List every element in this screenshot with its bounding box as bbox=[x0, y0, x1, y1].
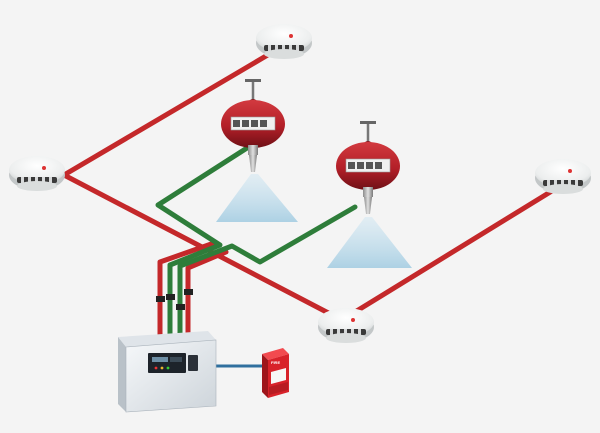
wire-top-detector-to-left-detector bbox=[61, 43, 286, 178]
strobe-lens bbox=[271, 368, 286, 384]
smoke-detector-bottom bbox=[318, 308, 374, 343]
conduit-fittings bbox=[156, 289, 193, 310]
wire-bottom-detector-to-right-detector bbox=[352, 183, 563, 315]
panel-indicator-lights bbox=[154, 366, 170, 370]
wire-drop-1 bbox=[157, 240, 217, 338]
strobe-label: FIRE bbox=[271, 360, 280, 365]
fitting-1 bbox=[156, 296, 165, 302]
fitting-2 bbox=[166, 294, 175, 300]
release-wiring bbox=[155, 145, 358, 338]
spray-cone-left bbox=[216, 174, 298, 222]
extinguisher-left bbox=[221, 79, 285, 172]
smoke-detector-left bbox=[9, 156, 65, 191]
spray-cones bbox=[216, 174, 412, 268]
panel-keypad bbox=[188, 355, 198, 371]
smoke-detector-right bbox=[535, 159, 591, 194]
fire-control-panel bbox=[118, 331, 217, 413]
alarm-strobe: FIRE bbox=[262, 348, 289, 398]
extinguisher-right bbox=[336, 121, 400, 214]
wire-extinguisher-right-release bbox=[177, 204, 358, 338]
smoke-detector-top bbox=[256, 24, 312, 59]
spray-cone-right bbox=[327, 217, 412, 268]
wire-drop-2 bbox=[185, 249, 229, 338]
detection-wiring bbox=[61, 43, 563, 338]
fitting-3 bbox=[176, 304, 185, 310]
fitting-4 bbox=[184, 289, 193, 295]
panel-display bbox=[148, 353, 186, 373]
wire-extinguisher-left-release bbox=[155, 145, 250, 338]
